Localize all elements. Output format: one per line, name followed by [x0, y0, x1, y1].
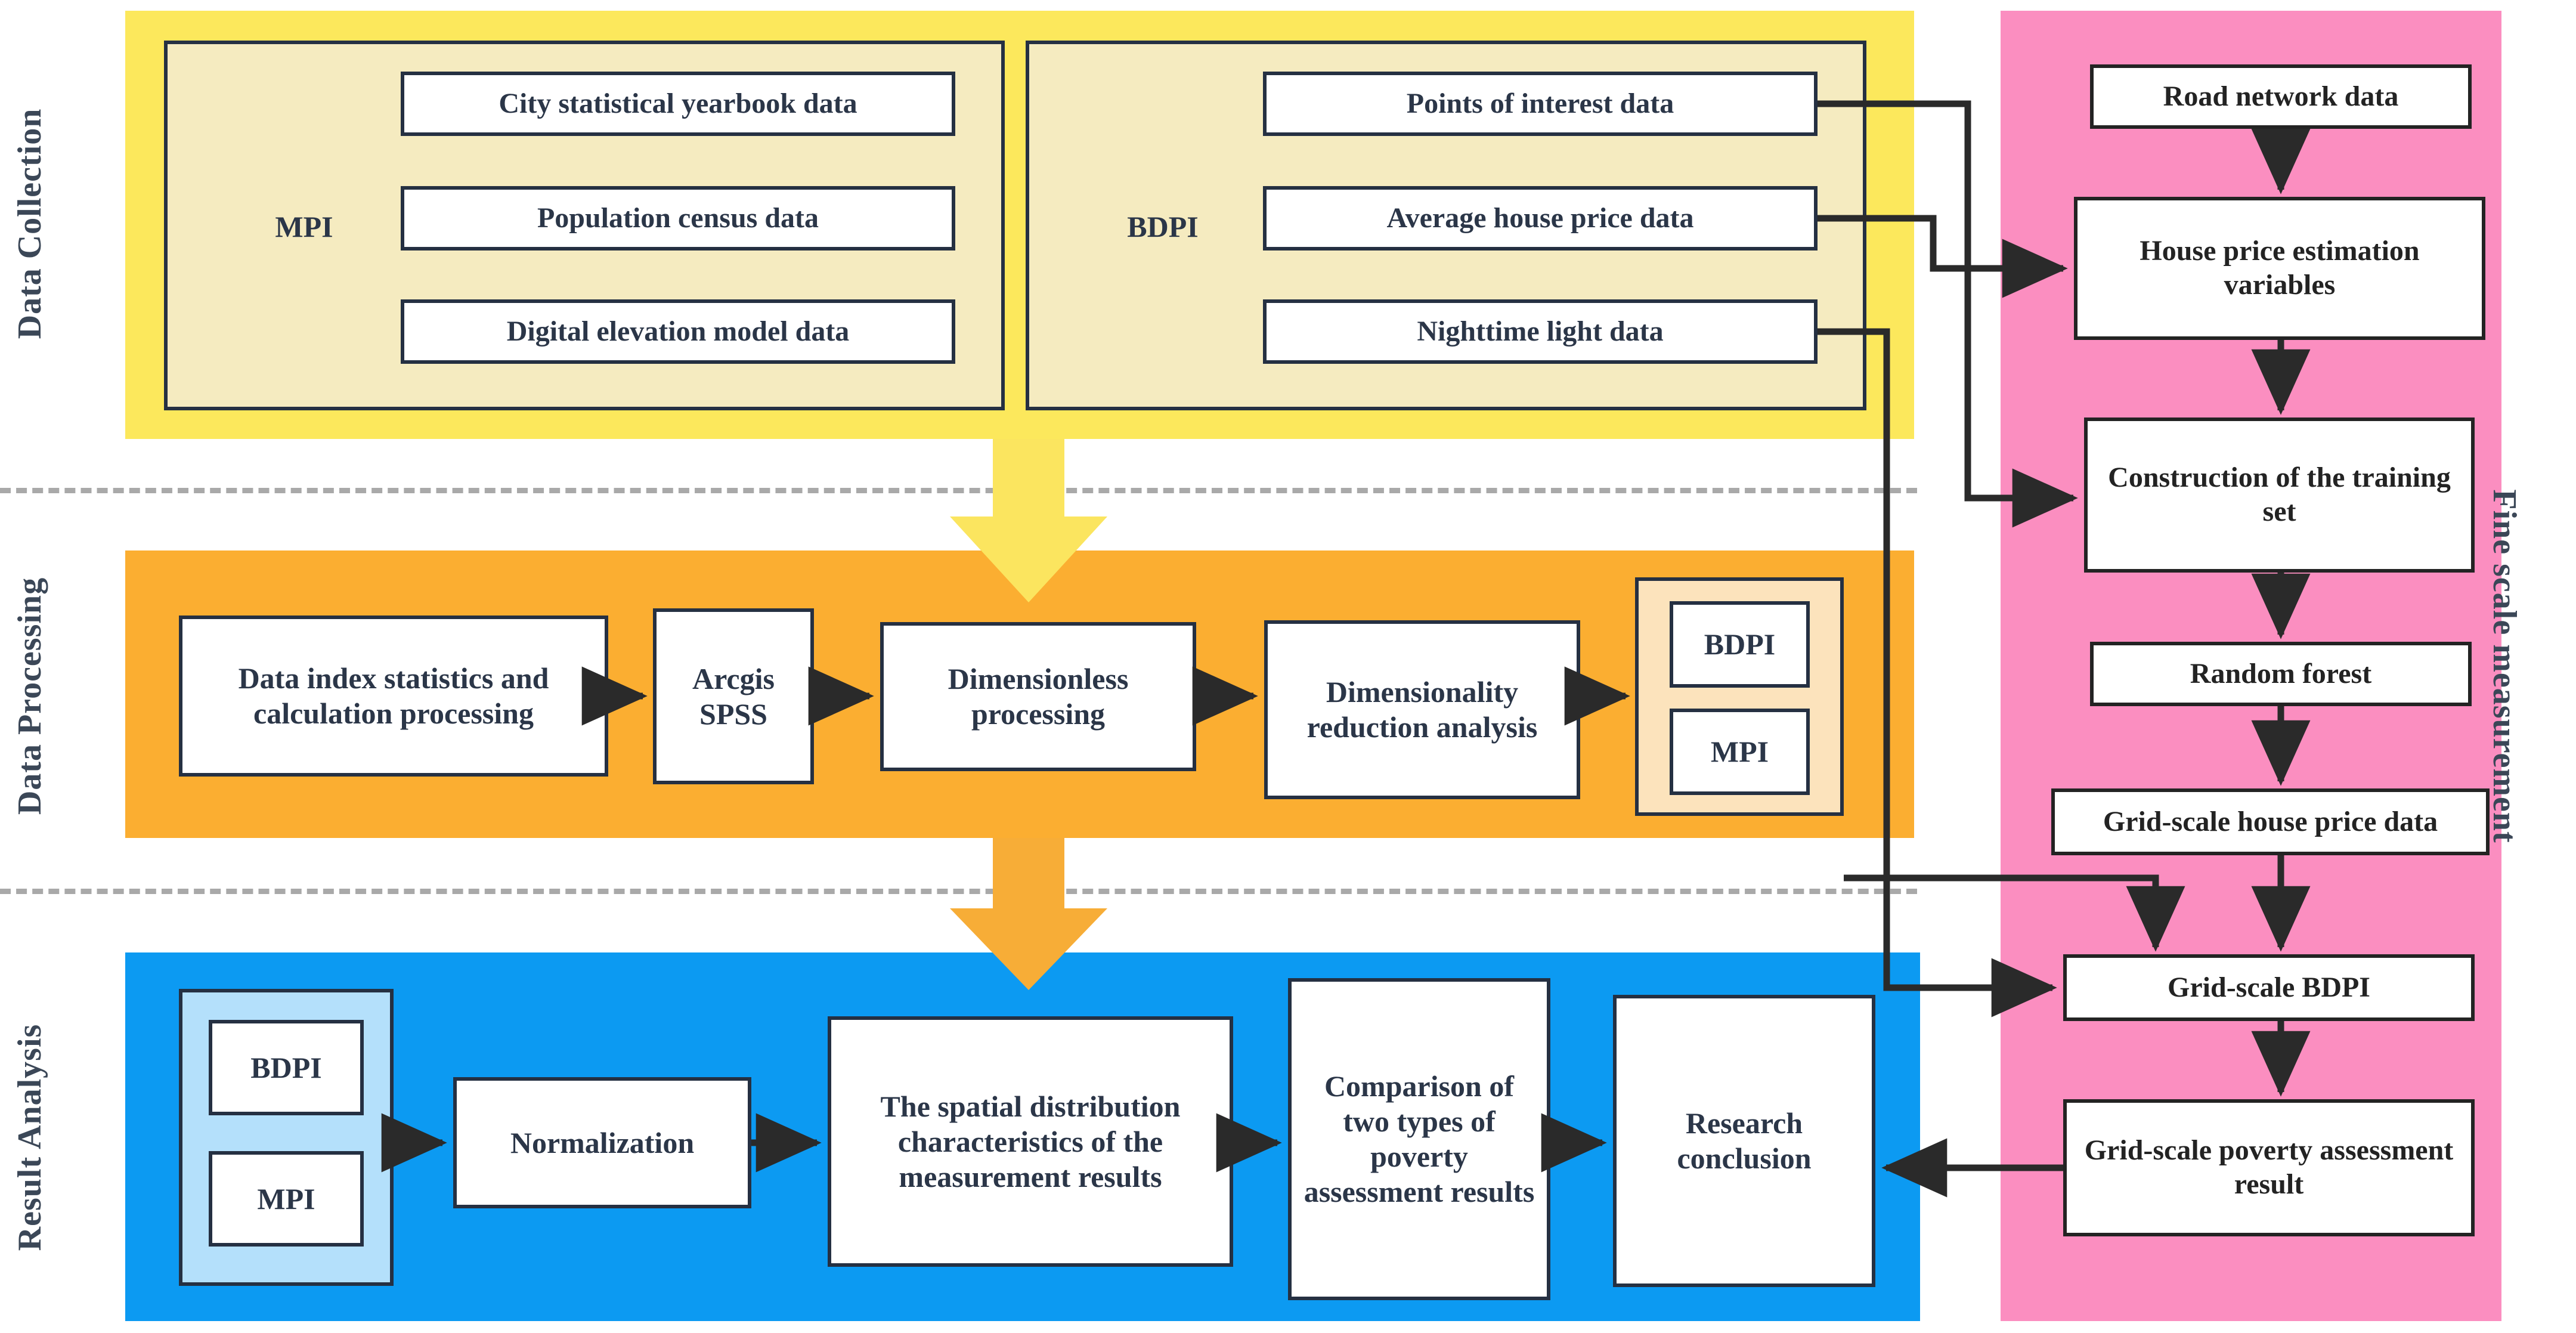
separator-processing-analysis: [0, 889, 1917, 894]
node-dimensionless-processing[interactable]: Dimensionless processing: [880, 622, 1196, 771]
node-population-census-data[interactable]: Population census data: [401, 186, 955, 250]
group-label-bdpi: BDPI: [1127, 210, 1199, 243]
node-grid-scale-house-price-data[interactable]: Grid-scale house price data: [2051, 788, 2490, 855]
node-dimensionality-reduction-analysis[interactable]: Dimensionality reduction analysis: [1264, 620, 1580, 799]
node-nighttime-light-data[interactable]: Nighttime light data: [1263, 299, 1818, 364]
node-grid-scale-poverty-assessment-result[interactable]: Grid-scale poverty assessment result: [2063, 1099, 2475, 1236]
node-city-statistical-yearbook-data[interactable]: City statistical yearbook data: [401, 72, 955, 136]
node-average-house-price-data[interactable]: Average house price data: [1263, 186, 1818, 250]
section-label-fine-scale: Fine scale measurement: [2486, 489, 2523, 843]
node-house-price-estimation-variables[interactable]: House price estimation variables: [2074, 197, 2485, 340]
node-digital-elevation-model-data[interactable]: Digital elevation model data: [401, 299, 955, 364]
node-points-of-interest-data[interactable]: Points of interest data: [1263, 72, 1818, 136]
node-processing-output-mpi[interactable]: MPI: [1670, 709, 1810, 795]
section-label-result-analysis: Result Analysis: [11, 1023, 48, 1251]
node-spatial-distribution-characteristics[interactable]: The spatial distribution characteristics…: [828, 1016, 1233, 1267]
node-research-conclusion[interactable]: Research conclusion: [1613, 995, 1875, 1287]
section-label-data-collection: Data Collection: [11, 108, 48, 339]
node-analysis-input-bdpi[interactable]: BDPI: [209, 1020, 364, 1115]
node-random-forest[interactable]: Random forest: [2090, 642, 2472, 706]
section-label-data-processing: Data Processing: [11, 577, 48, 815]
group-label-mpi: MPI: [275, 210, 333, 243]
node-normalization[interactable]: Normalization: [453, 1077, 751, 1208]
separator-collection-processing: [0, 488, 1917, 493]
node-grid-scale-bdpi[interactable]: Grid-scale BDPI: [2063, 954, 2475, 1021]
node-analysis-input-mpi[interactable]: MPI: [209, 1151, 364, 1247]
node-processing-output-bdpi[interactable]: BDPI: [1670, 601, 1810, 688]
node-data-index-statistics[interactable]: Data index statistics and calculation pr…: [179, 616, 608, 777]
node-comparison-of-two-types[interactable]: Comparison of two types of poverty asses…: [1288, 978, 1550, 1300]
node-arcgis-spss[interactable]: Arcgis SPSS: [653, 608, 814, 784]
node-construction-of-training-set[interactable]: Construction of the training set: [2084, 417, 2475, 573]
node-road-network-data[interactable]: Road network data: [2090, 64, 2472, 129]
